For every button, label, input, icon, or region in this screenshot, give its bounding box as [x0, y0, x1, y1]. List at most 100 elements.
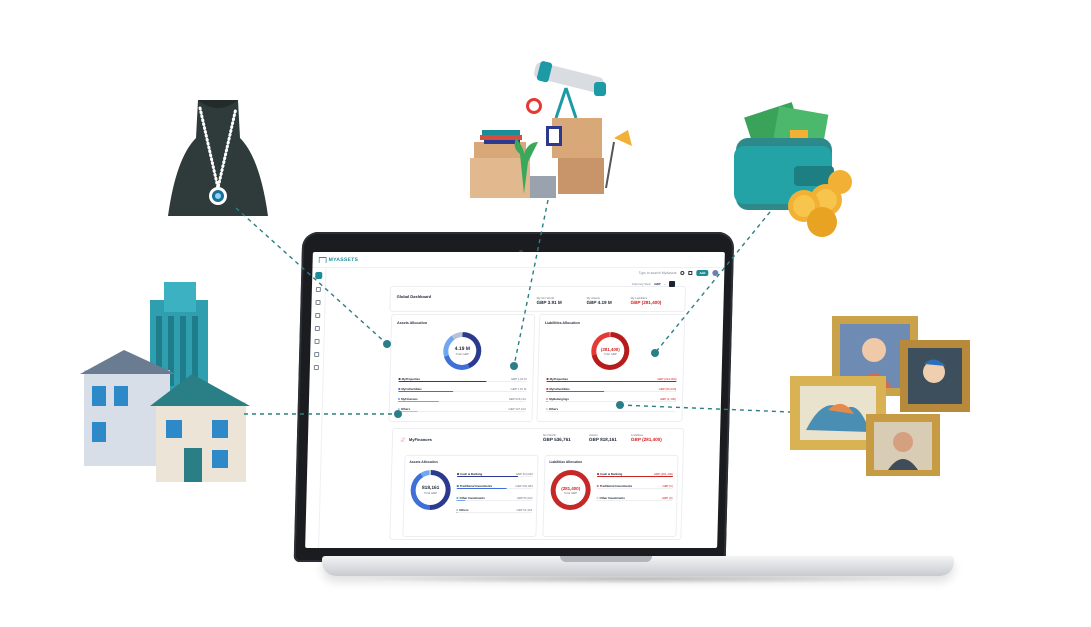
mf-assets: Assets GBP 818,161 — [589, 433, 617, 442]
chevron-down-icon: ⌄ — [663, 282, 667, 286]
mf-assets-donut-center: 818,161 Total GBP — [415, 475, 447, 505]
currency-label: Currency View: — [631, 282, 652, 286]
legend-dot-icon — [456, 509, 458, 512]
legend-dot-icon — [546, 388, 548, 391]
assets-donut-center: 4.19 M Total GBP — [447, 337, 477, 365]
assets-value: GBP 4.19 M — [586, 300, 612, 305]
assets-allocation-card: Assets Allocation 4.19 M Total GBP MyPro… — [388, 314, 536, 422]
chart-icon: 📈 — [400, 437, 407, 442]
sidebar-collectibles-icon[interactable] — [314, 326, 320, 331]
assets-total-label: Total GBP — [455, 352, 469, 356]
myfinances-header: 📈 MyFinances — [401, 437, 432, 442]
mf-assets-donut[interactable]: 818,161 Total GBP — [410, 470, 452, 510]
allocation-bar-fill — [456, 476, 518, 478]
laptop-base — [322, 556, 954, 576]
page-title: Global Dashboard — [396, 294, 432, 299]
necklace-bust-illustration — [168, 100, 268, 216]
mf-net-worth: Net Worth GBP 536,761 — [543, 433, 571, 442]
avatar[interactable] — [712, 270, 719, 276]
allocation-bar-fill — [398, 391, 454, 393]
net-worth-summary: My Net Worth GBP 3.91 M — [536, 296, 561, 305]
allocation-bar-fill — [397, 411, 419, 413]
collectibles-paintings-illustration — [790, 316, 970, 476]
liabilities-allocation-title: Liabilities Allocation — [544, 321, 580, 325]
currency-selector[interactable]: Currency View: GBP ⌄ — [631, 281, 676, 287]
app-logo[interactable]: MYASSETS — [318, 256, 359, 263]
legend-dot-icon — [397, 408, 400, 411]
laptop-notch — [560, 556, 652, 562]
mf-liabilities: Liabilities GBP (281,400) — [631, 433, 662, 442]
allocation-bar-fill — [398, 381, 487, 383]
allocation-bar-fill — [456, 488, 507, 490]
search-icon[interactable] — [680, 271, 685, 275]
allocation-bar-track — [545, 401, 676, 403]
legend-dot-icon — [398, 388, 400, 391]
allocation-bar-fill — [545, 401, 549, 403]
allocation-bar-track — [545, 411, 676, 413]
global-dashboard-card: Global Dashboard Currency View: GBP ⌄ My… — [389, 281, 686, 312]
legend-dot-icon — [456, 485, 459, 488]
liabilities-total-label: Total GBP — [603, 351, 617, 356]
wallet-coins-illustration — [734, 102, 852, 237]
legend-dot-icon — [546, 378, 549, 381]
logo-text: MYASSETS — [328, 256, 359, 263]
sidebar-others-icon[interactable] — [313, 365, 319, 370]
sidebar-settings-icon[interactable] — [315, 287, 321, 292]
legend-dot-icon — [457, 473, 459, 476]
legend-dot-icon — [545, 408, 548, 411]
allocation-bar-fill — [397, 401, 439, 403]
currency-value[interactable]: GBP — [654, 282, 661, 286]
mf-liabilities-value: GBP (281,400) — [630, 437, 662, 442]
properties-illustration — [80, 282, 250, 482]
mf-assets-allocation-title: Assets Allocation — [409, 460, 438, 464]
sidebar-dashboard-icon[interactable] — [315, 272, 323, 279]
sidebar-finances-icon[interactable] — [314, 339, 320, 344]
mf-assets-total-label: Total GBP — [424, 490, 438, 495]
liabilities-donut-center: (281,400) Total GBP — [595, 337, 625, 365]
allocation-bar-track — [456, 512, 533, 514]
allocation-bar-fill — [546, 391, 605, 393]
liabilities-value: GBP (281,400) — [630, 300, 662, 305]
legend-dot-icon — [398, 378, 401, 381]
liabilities-allocation-card: Liabilities Allocation (281,400) Total G… — [536, 314, 686, 422]
search-input[interactable]: Type to search MyAssets — [638, 271, 677, 275]
allocation-bar-track — [596, 488, 673, 490]
legend-dot-icon — [397, 398, 400, 401]
app-screen: MYASSETS Type to search MyAssets Add Glo… — [305, 252, 725, 548]
legend-dot-icon — [596, 497, 599, 500]
assets-summary: My Assets GBP 4.19 M — [586, 296, 611, 305]
mf-liabilities-donut[interactable]: (281,400) Total GBP — [550, 470, 592, 510]
legend-dot-icon — [456, 497, 459, 500]
mf-net-worth-value: GBP 536,761 — [542, 437, 571, 442]
laptop-shadow — [360, 574, 920, 584]
assets-allocation-title: Assets Allocation — [396, 321, 428, 325]
belongings-illustration — [470, 61, 632, 198]
sidebar-home-icon[interactable] — [315, 313, 321, 318]
legend-dot-icon — [596, 485, 599, 488]
net-worth-value: GBP 3.91 M — [536, 300, 562, 305]
myfinances-title: MyFinances — [408, 437, 432, 442]
mf-liabilities-allocation-title: Liabilities Allocation — [549, 460, 583, 464]
toolbar: Type to search MyAssets Add — [639, 270, 719, 276]
assets-donut[interactable]: 4.19 M Total GBP — [442, 332, 482, 370]
allocation-bar-fill — [546, 381, 677, 383]
mf-liabilities-total-label: Total GBP — [564, 490, 578, 495]
add-button[interactable]: Add — [696, 270, 709, 276]
mf-liabilities-donut-center: (281,400) Total GBP — [555, 475, 587, 505]
top-bar: MYASSETS — [312, 252, 725, 268]
currency-toggle-button[interactable] — [668, 281, 676, 287]
mf-assets-allocation-card: Assets Allocation 818,161 Total GBP Cash… — [402, 455, 539, 537]
mf-liabilities-allocation-card: Liabilities Allocation (281,400) Total G… — [542, 455, 679, 537]
sidebar-belongings-icon[interactable] — [314, 352, 320, 357]
myfinances-card: 📈 MyFinances Net Worth GBP 536,761 Asset… — [389, 428, 685, 540]
legend-dot-icon — [545, 398, 548, 401]
logo-mark-icon — [318, 256, 327, 263]
sidebar-chart-icon[interactable] — [315, 300, 321, 305]
liabilities-summary: My Liabilities GBP (281,400) — [630, 296, 661, 305]
liabilities-donut[interactable]: (281,400) Total GBP — [590, 332, 630, 370]
legend-dot-icon — [597, 473, 599, 476]
notifications-icon[interactable] — [688, 271, 693, 275]
allocation-bar-track — [596, 500, 673, 502]
allocation-bar-fill — [596, 476, 674, 478]
mf-assets-value: GBP 818,161 — [588, 437, 617, 442]
